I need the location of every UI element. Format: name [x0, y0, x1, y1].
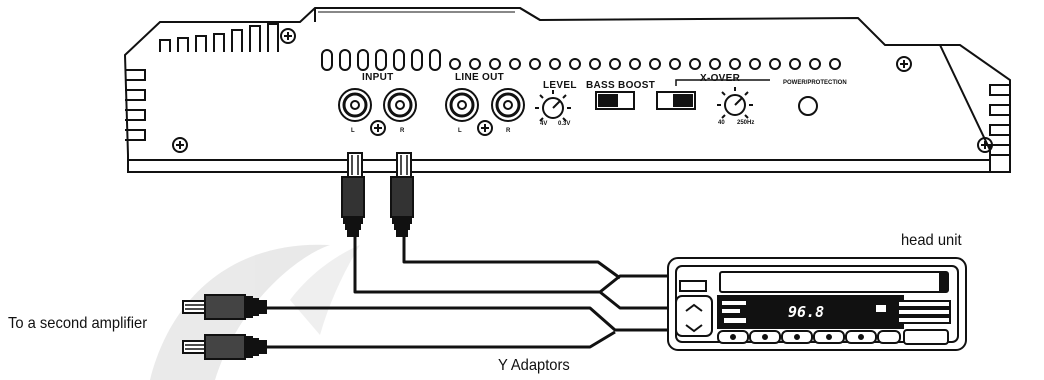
- rca-plugs-to-amp: [341, 152, 414, 237]
- bass-boost-label: BASS BOOST: [586, 80, 656, 91]
- power-led: [798, 96, 818, 116]
- level-max-label: 0.3V: [558, 121, 571, 127]
- vent-holes: [449, 58, 841, 70]
- xover-min-label: 40: [718, 120, 725, 126]
- y-adaptors-label: Y Adaptors: [498, 357, 570, 374]
- head-unit-label: head unit: [901, 232, 962, 249]
- mounting-screw-icons: [172, 28, 993, 153]
- head-unit: [667, 257, 967, 351]
- vent-slots: [321, 49, 441, 71]
- bass-boost-switch: [595, 91, 635, 110]
- input-left-label: L: [351, 128, 355, 134]
- amplifier: [123, 7, 1011, 173]
- rca-plugs-second-amp: [182, 294, 267, 360]
- x-over-switch: [656, 79, 770, 110]
- input-label: INPUT: [362, 72, 394, 83]
- line-out-label: LINE OUT: [455, 72, 505, 83]
- right-heatsink-fins: [940, 44, 1011, 173]
- left-heatsink-fins: [125, 23, 279, 141]
- x-over-label: X-OVER: [700, 73, 741, 84]
- level-knob: [535, 90, 571, 122]
- lineout-left-label: L: [458, 128, 462, 134]
- head-unit-buttons: [717, 329, 949, 345]
- input-rca-jacks: [338, 88, 417, 136]
- xover-max-label: 250Hz: [737, 120, 755, 126]
- level-label: LEVEL: [543, 80, 577, 91]
- power-protection-label: POWER/PROTECTION: [783, 80, 847, 86]
- lineout-right-label: R: [506, 128, 511, 134]
- cables: [266, 236, 668, 349]
- x-over-knob: [717, 87, 753, 119]
- second-amplifier-label: To a second amplifier: [8, 315, 148, 332]
- level-min-label: 4V: [540, 121, 548, 127]
- input-right-label: R: [400, 128, 405, 134]
- line-out-rca-jacks: [445, 88, 525, 136]
- head-unit-display: 96.8: [788, 303, 825, 321]
